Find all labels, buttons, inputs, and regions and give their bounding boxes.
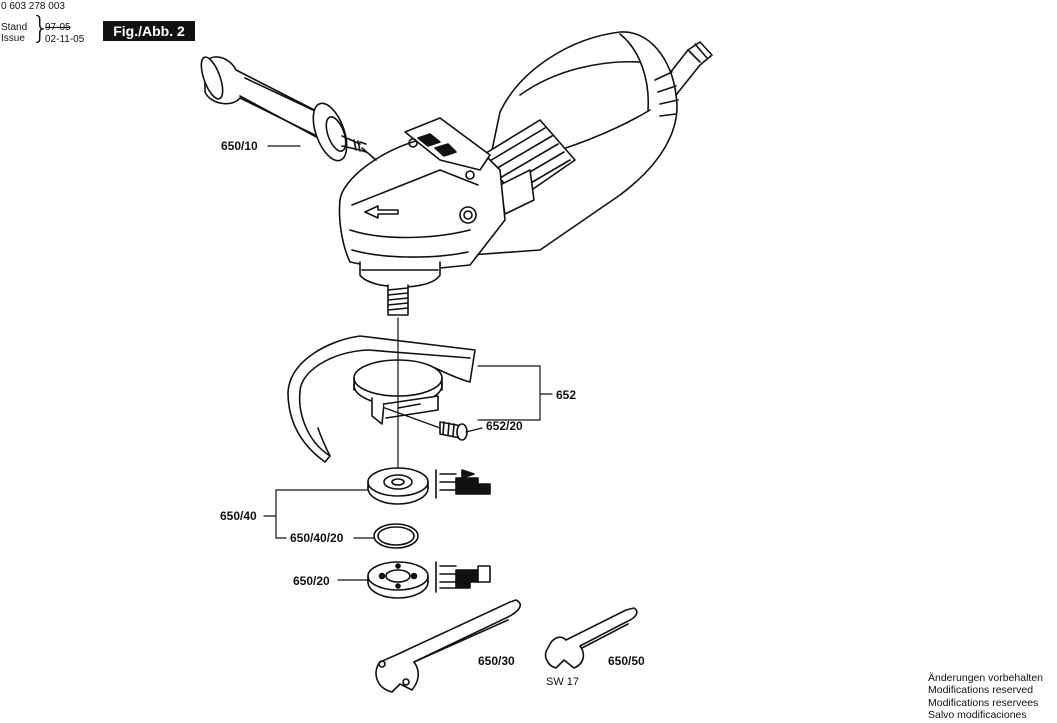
notice-line: Salvo modificaciones: [928, 708, 1027, 721]
label-guard-screw: 652/20: [486, 419, 523, 433]
o-ring-icon: [373, 523, 419, 549]
brace-icon: }: [31, 11, 51, 46]
flange-symbol-icon: [435, 469, 491, 499]
notice-line: Modifications reserved: [928, 684, 1034, 697]
label-clamping-nut: 650/20: [293, 574, 330, 588]
label-spanner-size: SW 17: [546, 676, 580, 688]
part-number: 0 603 278 003: [1, 1, 65, 12]
label-auxiliary-handle: 650/10: [221, 139, 258, 153]
label-open-spanner: 650/50: [608, 654, 645, 668]
clamping-nut-icon: [367, 561, 429, 599]
nut-symbol-icon: [435, 561, 491, 593]
figure-tag: Fig./Abb. 2: [103, 21, 195, 41]
label-flange-set: 650/40: [220, 509, 257, 523]
label-two-pin-spanner: 650/30: [478, 654, 515, 668]
leader-lines: [263, 145, 553, 581]
auxiliary-handle-icon: [200, 56, 377, 162]
issue-label: Issue: [1, 33, 25, 44]
notice-line: Modifications reservees: [928, 696, 1039, 709]
open-spanner-icon: [544, 607, 638, 669]
modifications-notice: Änderungen vorbehalten Modifications res…: [928, 672, 1043, 721]
notice-line: Änderungen vorbehalten: [928, 672, 1044, 684]
stand-date: 97-05: [45, 22, 71, 33]
stand-label: Stand: [1, 22, 28, 33]
label-o-ring: 650/40/20: [290, 531, 344, 545]
angle-grinder-icon: [338, 31, 713, 316]
two-pin-spanner-icon: [375, 599, 522, 693]
guard-screw-icon: [439, 421, 468, 441]
inner-flange-icon: [367, 467, 429, 505]
wheel-guard-icon: [287, 335, 476, 463]
label-guard: 652: [556, 388, 577, 402]
issue-date: 02-11-05: [45, 34, 85, 45]
